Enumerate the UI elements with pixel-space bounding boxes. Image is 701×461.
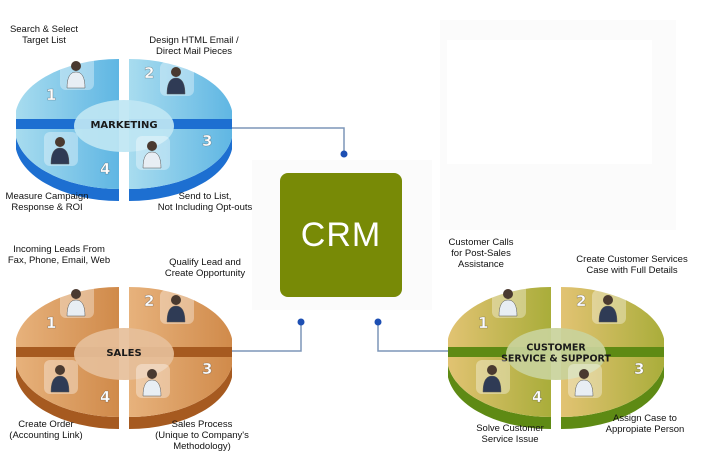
label-line: Case with Full Details	[586, 265, 678, 276]
label-line: Measure Campaign	[5, 191, 89, 202]
cs-step-1-label: Customer Calls for Post-Sales Assistance	[436, 237, 526, 270]
agent-with-headset-icon	[592, 290, 626, 324]
sales-wheel: SALES 1 2 3 4	[15, 284, 233, 429]
sales-step-4-label: Create Order (Accounting Link)	[4, 419, 88, 441]
label-line: Appropiate Person	[605, 424, 685, 435]
marketing-connector	[196, 127, 345, 153]
marketing-hub[interactable]	[74, 100, 174, 152]
label-line: Methodology)	[173, 441, 231, 452]
computer-with-mail-icon	[136, 136, 170, 170]
customer-service-hub[interactable]	[506, 328, 606, 380]
customer-service-step-number: 4	[532, 388, 542, 406]
chart-with-clock-icon	[44, 132, 78, 166]
label-line: Create Customer Services	[576, 254, 688, 265]
sales-step-number: 4	[100, 388, 110, 406]
marketing-connector-dot[interactable]	[340, 150, 348, 158]
marketing-cycle: MARKETING 1 2 3 4	[15, 52, 233, 207]
cs-connector	[377, 322, 456, 352]
customer-service-title: SERVICE & SUPPORT	[501, 354, 611, 365]
label-line: Fax, Phone, Email, Web	[7, 255, 111, 266]
marketing-step-number: 3	[202, 132, 212, 150]
agent-with-papers-icon	[568, 364, 602, 398]
label-line: Assign Case to	[613, 413, 677, 424]
label-line: Solve Customer	[476, 423, 544, 434]
man-on-phone-icon	[60, 284, 94, 318]
blank-panel	[447, 40, 652, 164]
label-line: Customer Calls	[448, 237, 514, 248]
sales-step-2-label: Qualify Lead and Create Opportunity	[160, 257, 250, 279]
label-line: (Accounting Link)	[9, 430, 83, 441]
label-line: Target List	[22, 35, 66, 46]
sales-hub[interactable]	[74, 328, 174, 380]
crm-label: CRM	[300, 215, 382, 254]
customer-service-step-number: 1	[478, 314, 488, 332]
cs-step-3-label: Assign Case to Appropiate Person	[598, 413, 692, 435]
sales-step-number: 1	[46, 314, 56, 332]
label-line: Assistance	[458, 259, 504, 270]
marketing-step-number: 2	[144, 64, 154, 82]
label-line: Sales Process	[171, 419, 233, 430]
sales-title: SALES	[106, 348, 141, 359]
sales-connector	[228, 322, 302, 352]
cs-step-2-label: Create Customer Services Case with Full …	[570, 254, 694, 276]
customer-service-title: CUSTOMER	[526, 343, 586, 354]
label-line: Response & ROI	[11, 202, 83, 213]
label-line: Service Issue	[481, 434, 539, 445]
designer-at-computer-icon	[160, 62, 194, 96]
marketing-step-number: 4	[100, 160, 110, 178]
label-line: Design HTML Email /	[149, 35, 239, 46]
customer-service-step-number: 2	[576, 292, 586, 310]
crm-box[interactable]: CRM	[280, 173, 402, 297]
sales-segment[interactable]	[15, 287, 119, 347]
woman-on-phone-icon	[476, 360, 510, 394]
sales-step-1-label: Incoming Leads From Fax, Phone, Email, W…	[4, 244, 114, 266]
handshake-icon	[44, 360, 78, 394]
marketing-step-number: 1	[46, 86, 56, 104]
label-line: Create Opportunity	[164, 268, 246, 279]
label-line: (Unique to Company's	[155, 430, 249, 441]
sales-step-3-label: Sales Process (Unique to Company's Metho…	[152, 419, 252, 452]
marketing-wheel: MARKETING 1 2 3 4	[15, 56, 233, 201]
business-people-at-desk-icon	[60, 56, 94, 90]
label-line: for Post-Sales	[451, 248, 511, 259]
label-line: Send to List,	[178, 191, 232, 202]
marketing-step-2-label: Design HTML Email / Direct Mail Pieces	[134, 35, 254, 57]
marketing-step-3-label: Send to List, Not Including Opt-outs	[150, 191, 260, 213]
marketing-title: MARKETING	[90, 120, 157, 131]
customer-service-step-number: 3	[634, 360, 644, 378]
woman-at-computer-icon	[160, 290, 194, 324]
sales-cycle: SALES 1 2 3 4	[15, 280, 233, 435]
label-line: Qualify Lead and	[169, 257, 241, 268]
label-line: Search & Select	[9, 24, 79, 35]
cs-connector-dot[interactable]	[374, 318, 382, 326]
label-line: Direct Mail Pieces	[155, 46, 233, 57]
marketing-segment[interactable]	[15, 59, 119, 119]
customer-service-segment[interactable]	[447, 287, 551, 347]
sales-step-number: 3	[202, 360, 212, 378]
sales-connector-dot[interactable]	[297, 318, 305, 326]
marketing-step-1-label: Search & Select Target List	[4, 24, 84, 46]
sales-step-number: 2	[144, 292, 154, 310]
label-line: Not Including Opt-outs	[157, 202, 253, 213]
sales-meeting-icon	[136, 364, 170, 398]
cs-step-4-label: Solve Customer Service Issue	[468, 423, 552, 445]
man-calling-icon	[492, 284, 526, 318]
label-line: Incoming Leads From	[13, 244, 105, 255]
label-line: Create Order	[18, 419, 74, 430]
marketing-step-4-label: Measure Campaign Response & ROI	[2, 191, 92, 213]
